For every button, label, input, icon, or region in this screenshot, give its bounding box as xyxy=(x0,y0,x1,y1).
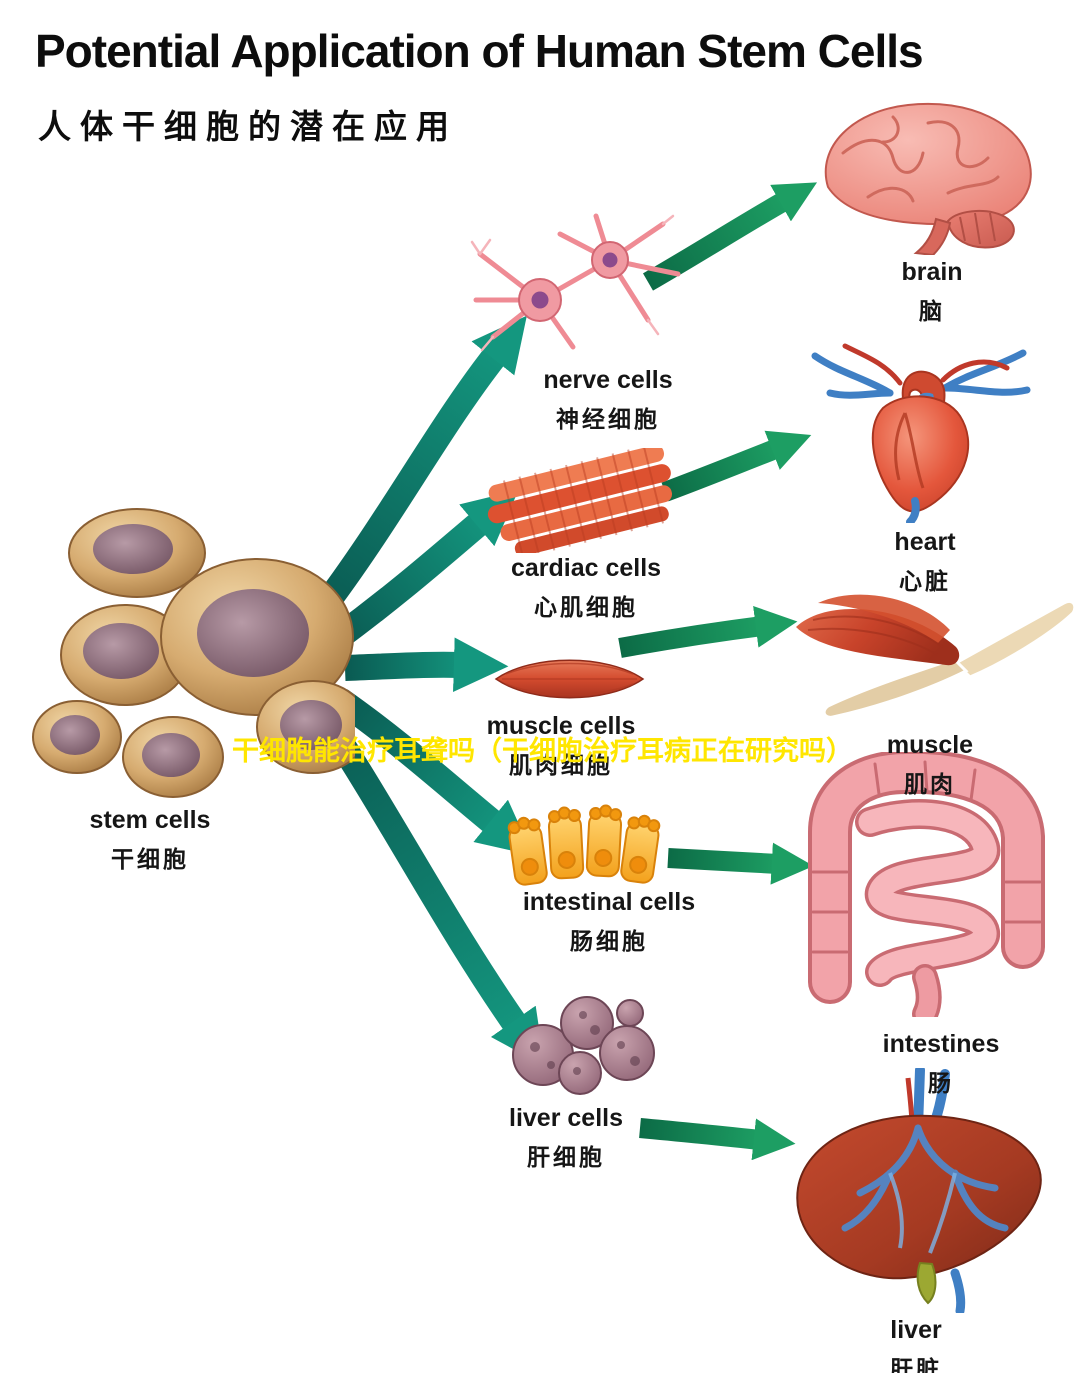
liver-cells-illustration xyxy=(495,985,660,1100)
arrow-cardiac-to-heart xyxy=(661,430,812,502)
intestines-label-en: intestines xyxy=(882,1030,1000,1058)
brain-label-zh: 脑 xyxy=(919,298,945,324)
label-stem-cells: stem cells 干细胞 xyxy=(90,806,211,874)
intestinal-cells-illustration xyxy=(500,798,665,891)
arrow-musclecells-to-muscle xyxy=(618,605,798,658)
cardiac-cells-illustration xyxy=(483,444,683,559)
cardiac-cells-label-en: cardiac cells xyxy=(510,554,662,582)
arrow-stem-to-muscle-cells xyxy=(344,637,509,693)
muscle-label-zh: 肌肉 xyxy=(903,771,956,797)
intestines-label-zh: 肠 xyxy=(927,1070,954,1096)
label-cardiac-cells: cardiac cells 心肌细胞 xyxy=(511,554,661,622)
arrow-intestinalcells-to-intestines xyxy=(667,842,814,885)
arrow-stem-to-intestinal-cells xyxy=(332,689,533,856)
muscle-cells-label-en: muscle cells xyxy=(486,712,636,740)
label-muscle: muscle 肌肉 xyxy=(887,731,973,799)
heart-label-en: heart xyxy=(894,528,956,556)
muscle-cells-illustration xyxy=(492,648,647,715)
muscle-label-en: muscle xyxy=(886,731,974,759)
liver-label-zh: 肝脏 xyxy=(890,1356,942,1373)
label-muscle-cells: muscle cells 肌肉细胞 xyxy=(487,712,636,780)
nerve-cells-label-zh: 神经细胞 xyxy=(555,406,660,432)
cardiac-cells-label-zh: 心肌细胞 xyxy=(534,594,638,620)
label-nerve-cells: nerve cells 神经细胞 xyxy=(543,366,672,434)
intestinal-cells-label-zh: 肠细胞 xyxy=(569,928,648,954)
heart-label-zh: 心脏 xyxy=(898,568,951,594)
muscle-cells-label-zh: 肌肉细胞 xyxy=(509,752,613,778)
intestines-illustration xyxy=(795,749,1060,1027)
arrow-stem-to-nerve-cells xyxy=(309,315,527,620)
liver-cells-label-en: liver cells xyxy=(509,1104,623,1132)
heart-illustration xyxy=(795,338,1045,528)
brain-illustration xyxy=(798,95,1048,260)
stem-cells-illustration xyxy=(25,505,370,810)
label-liver: liver 肝脏 xyxy=(890,1316,942,1373)
label-liver-cells: liver cells 肝细胞 xyxy=(509,1104,623,1172)
page-title: Potential Application of Human Stem Cell… xyxy=(35,25,924,77)
stem-cells-label-zh: 干细胞 xyxy=(110,846,189,872)
nerve-cells-illustration xyxy=(468,212,683,367)
nerve-cells-label-en: nerve cells xyxy=(543,366,673,394)
label-heart: heart 心脏 xyxy=(894,528,955,596)
muscle-illustration xyxy=(788,575,1080,735)
liver-label-en: liver xyxy=(890,1316,942,1344)
brain-label-en: brain xyxy=(901,258,963,286)
page-subtitle: 人体干细胞的潜在应用 xyxy=(38,108,458,145)
liver-cells-label-zh: 肝细胞 xyxy=(526,1144,605,1170)
arrow-stem-to-cardiac-cells xyxy=(327,490,519,651)
arrow-livercells-to-liver xyxy=(639,1118,796,1161)
intestinal-cells-label-en: intestinal cells xyxy=(522,888,696,916)
liver-illustration xyxy=(770,1065,1070,1318)
watermark-text: 干细胞能治疗耳聋吗（干细胞治疗耳病正在研究吗） xyxy=(232,736,853,766)
label-intestinal-cells: intestinal cells 肠细胞 xyxy=(523,888,695,956)
stem-cells-label-en: stem cells xyxy=(89,806,211,834)
label-brain: brain 脑 xyxy=(901,258,962,326)
label-intestines: intestines 肠 xyxy=(883,1030,1000,1098)
